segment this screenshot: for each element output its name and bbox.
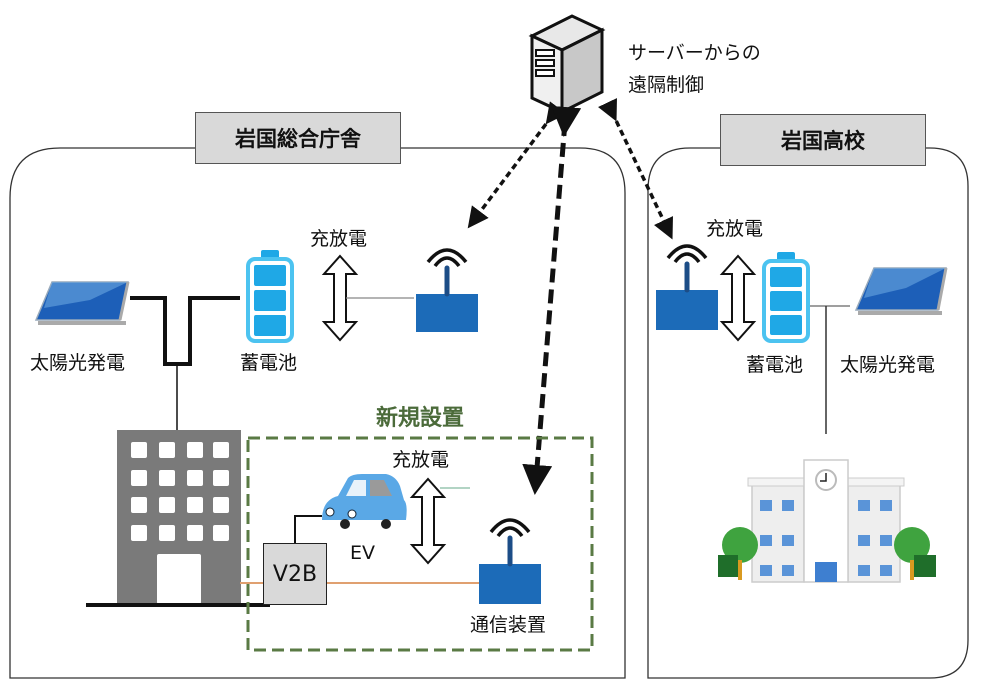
control-link-high-school [598, 98, 673, 240]
comm-device-icon [416, 248, 478, 332]
charge-discharge-arrow-ev [409, 477, 447, 565]
charge-discharge-arrow-school [719, 254, 757, 342]
charge-label-ev: 充放電 [392, 449, 450, 471]
site-title-government-office: 岩国総合庁舎 [195, 112, 401, 164]
control-link-new-installation [522, 105, 582, 495]
v2b-charger: V2B [263, 543, 327, 605]
battery-label-government: 蓄電池 [240, 352, 298, 374]
new-installation-frame [246, 436, 594, 652]
server-icon [528, 14, 606, 115]
server-caption-line1: サーバーからの [628, 42, 761, 64]
site-frame-high-school [647, 147, 969, 679]
charge-label-government: 充放電 [310, 228, 368, 250]
new-installation-label: 新規設置 [376, 406, 465, 431]
battery-icon-school [762, 252, 810, 343]
battery-label-school: 蓄電池 [746, 354, 804, 376]
charge-label-school: 充放電 [706, 218, 764, 240]
solar-label-school: 太陽光発電 [840, 354, 936, 376]
server-caption-line2: 遠隔制御 [628, 74, 705, 96]
solar-label-government: 太陽光発電 [30, 352, 126, 374]
ev-label: EV [350, 542, 376, 564]
comm-device-icon-new [479, 518, 541, 604]
site-title-high-school: 岩国高校 [720, 114, 926, 166]
solar-panel-icon-school [854, 267, 948, 315]
charge-discharge-arrow [321, 254, 359, 342]
school-building-icon [718, 459, 936, 583]
control-link-government-battery [467, 101, 567, 229]
solar-panel-icon [34, 281, 130, 325]
comm-device-label: 通信装置 [470, 614, 547, 636]
office-building-icon [86, 430, 270, 607]
battery-icon [246, 250, 294, 343]
power-wire-solar [130, 296, 240, 366]
ev-car-icon [322, 474, 407, 529]
comm-device-icon-school [656, 244, 718, 330]
